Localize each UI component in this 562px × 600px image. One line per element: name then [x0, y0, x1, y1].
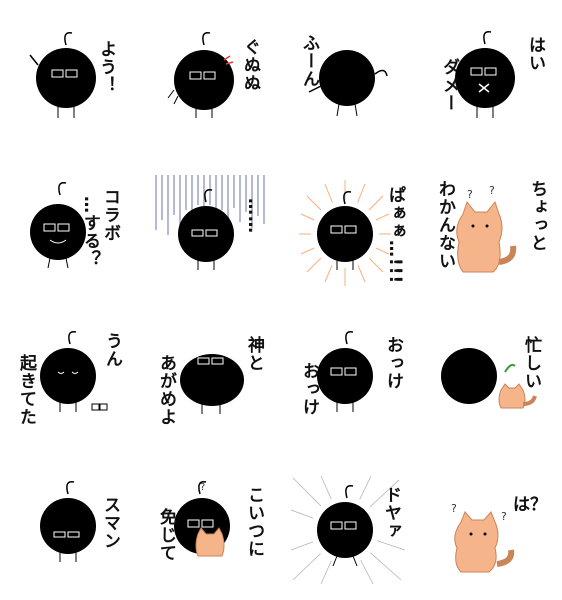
fuzzy-blob-sleepy-icon — [40, 331, 108, 412]
sticker-8-text-1: ちょっと — [527, 180, 547, 252]
sticker-13[interactable]: スマン — [0, 450, 140, 600]
sticker-14-text-2: 免じて — [156, 508, 176, 562]
sticker-15-text: ドヤァ — [381, 486, 401, 540]
sticker-5[interactable]: コラボ …する？ — [0, 150, 140, 300]
fuzzy-blob-frustrated-icon — [167, 32, 234, 118]
sticker-4-text-1: はい — [525, 36, 545, 72]
fuzzy-blob-smug-icon — [290, 475, 406, 585]
sticker-14[interactable]: ? こいつに 免じて — [140, 450, 280, 600]
sticker-13-text: スマン — [100, 496, 120, 550]
sticker-4-text-2: ダメー — [439, 58, 459, 112]
fuzzy-blob-with-cat-icon: ? — [174, 481, 230, 557]
sticker-7-text: ぱぁぁ…!!! — [385, 186, 405, 285]
sticker-2-text: ぐぬぬ — [240, 38, 260, 92]
sticker-8-text-2: わかんない — [435, 180, 455, 270]
sticker-6[interactable]: …… — [140, 150, 280, 300]
sticker-2[interactable]: ぐぬぬ — [140, 0, 280, 150]
sticker-11-text-2: おっけ — [299, 362, 319, 416]
sticker-5-text-1: コラボ — [100, 188, 120, 242]
sticker-1[interactable]: よう！ — [0, 0, 140, 150]
sticker-9[interactable]: うん 起きてた — [0, 300, 140, 450]
svg-text:?: ? — [451, 502, 457, 515]
orange-cat-what-icon: ? ? — [451, 502, 515, 573]
sticker-11[interactable]: おっけ おっけ — [281, 300, 421, 450]
sticker-10-text-1: 神と — [244, 336, 264, 372]
svg-text:?: ? — [489, 184, 495, 197]
fuzzy-blob-okay-icon — [317, 331, 373, 412]
sticker-12-text: 忙しい — [521, 336, 541, 390]
sticker-15[interactable]: ドヤァ — [281, 450, 421, 600]
sticker-9-text-2: 起きてた — [16, 354, 36, 426]
sticker-14-text-1: こいつに — [244, 486, 264, 558]
svg-text:?: ? — [467, 188, 473, 201]
sticker-12[interactable]: 忙しい — [421, 300, 561, 450]
sticker-10[interactable]: 神と あがめよ — [140, 300, 280, 450]
sticker-16-text: は？ — [513, 495, 547, 515]
fuzzy-blob-god-icon — [180, 354, 244, 414]
sticker-10-text-2: あがめよ — [156, 354, 176, 426]
fuzzy-blob-gloom-icon — [155, 175, 265, 270]
fuzzy-blob-shy-icon — [30, 182, 86, 269]
svg-text:?: ? — [501, 510, 507, 523]
fuzzy-blob-waving-icon — [29, 32, 96, 118]
sticker-16[interactable]: ? ? は？ — [421, 450, 561, 600]
svg-text:?: ? — [200, 482, 205, 493]
fuzzy-blob-x-mouth-icon — [455, 31, 515, 118]
sticker-9-text-1: うん — [102, 332, 122, 368]
fuzzy-blob-hmph-icon — [308, 50, 388, 117]
orange-cat-confused-icon: ? ? — [456, 184, 517, 273]
sticker-3[interactable]: ふーん — [281, 0, 421, 150]
sticker-4[interactable]: はい ダメー — [421, 0, 561, 150]
fuzzy-blob-sorry-icon — [40, 481, 96, 562]
sticker-11-text-1: おっけ — [383, 336, 403, 390]
sticker-3-text: ふーん — [299, 34, 319, 88]
sticker-6-text: …… — [244, 198, 264, 234]
sticker-8[interactable]: ? ? ちょっと わかんない — [421, 150, 561, 300]
sticker-5-text-2: …する？ — [80, 196, 100, 268]
sticker-7[interactable]: ぱぁぁ…!!! — [281, 150, 421, 300]
sticker-1-text: よう！ — [96, 40, 116, 94]
fuzzy-blob-radiant-icon — [299, 180, 391, 286]
fuzzy-blob-busy-icon — [441, 348, 537, 409]
